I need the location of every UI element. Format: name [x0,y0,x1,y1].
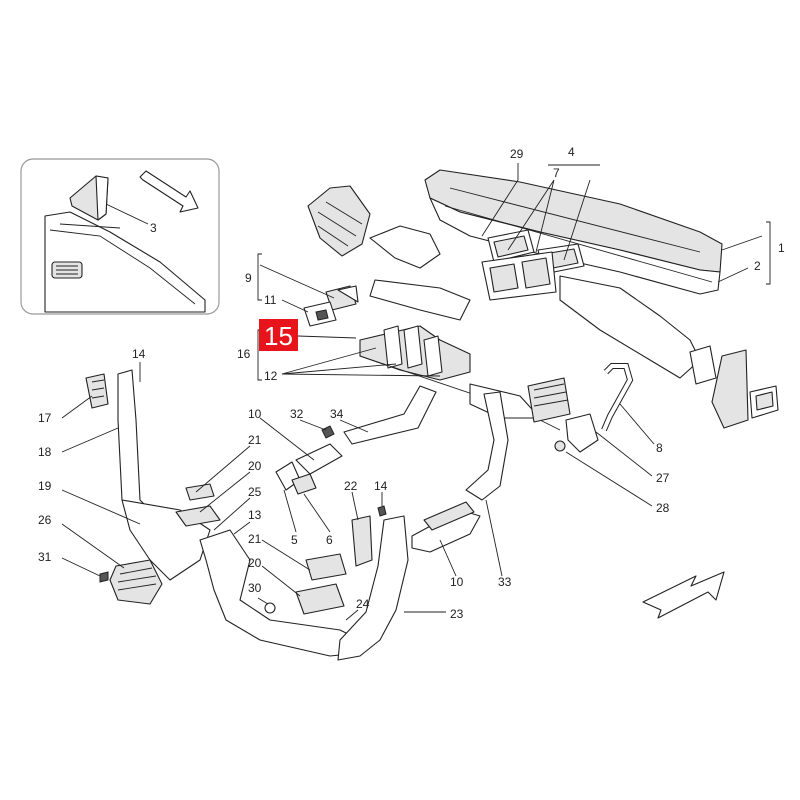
callout-6[interactable]: 6 [326,533,333,547]
callout-33[interactable]: 33 [498,575,512,589]
central-duct-assembly [275,325,571,553]
callout-26[interactable]: 26 [38,513,52,527]
callout-25[interactable]: 25 [248,485,262,499]
callout-34[interactable]: 34 [330,407,344,421]
callout-3[interactable]: 3 [150,221,157,235]
callout-24[interactable]: 24 [356,597,370,611]
callout-21-lower[interactable]: 21 [248,532,262,546]
callout-8[interactable]: 8 [656,441,663,455]
hose-and-bracket [554,363,634,453]
highlight-label: 15 [264,321,293,351]
callout-5[interactable]: 5 [291,533,298,547]
callout-1[interactable]: 1 [778,241,785,255]
callout-7[interactable]: 7 [553,166,560,180]
callout-10-lower[interactable]: 10 [450,575,464,589]
callout-14-center[interactable]: 14 [374,479,388,493]
callout-10-upper[interactable]: 10 [248,407,262,421]
highlighted-part-callout[interactable]: 15 [259,319,298,351]
callout-31[interactable]: 31 [38,550,52,564]
callout-17[interactable]: 17 [38,411,52,425]
callout-30[interactable]: 30 [248,581,262,595]
callout-13[interactable]: 13 [248,508,262,522]
callout-20-upper[interactable]: 20 [248,459,262,473]
callout-9[interactable]: 9 [245,271,252,285]
callout-14-left[interactable]: 14 [132,347,146,361]
detail-inset [20,158,220,315]
callout-32[interactable]: 32 [290,407,304,421]
callout-2[interactable]: 2 [754,259,761,273]
callout-23[interactable]: 23 [450,607,464,621]
actuator-parts [303,285,359,327]
callout-11[interactable]: 11 [264,293,277,307]
callout-19[interactable]: 19 [38,479,52,493]
right-lower-duct [337,505,409,661]
direction-arrow-icon [642,571,725,619]
callout-12[interactable]: 12 [264,369,278,383]
callout-22[interactable]: 22 [344,479,358,493]
callout-20-lower[interactable]: 20 [248,556,262,570]
direction-arrow-icon [139,170,199,213]
callout-4[interactable]: 4 [568,145,575,159]
highlight-box [259,319,298,351]
callout-16[interactable]: 16 [237,347,251,361]
callout-21-upper[interactable]: 21 [248,433,262,447]
callout-29[interactable]: 29 [510,147,524,161]
callout-labels: 1 2 3 4 5 6 7 8 9 10 10 11 12 13 14 14 1… [38,145,785,621]
callout-28[interactable]: 28 [656,501,670,515]
callout-18[interactable]: 18 [38,445,52,459]
leader-lines [61,163,771,621]
callout-27[interactable]: 27 [656,471,670,485]
left-duct-assembly [85,369,361,657]
